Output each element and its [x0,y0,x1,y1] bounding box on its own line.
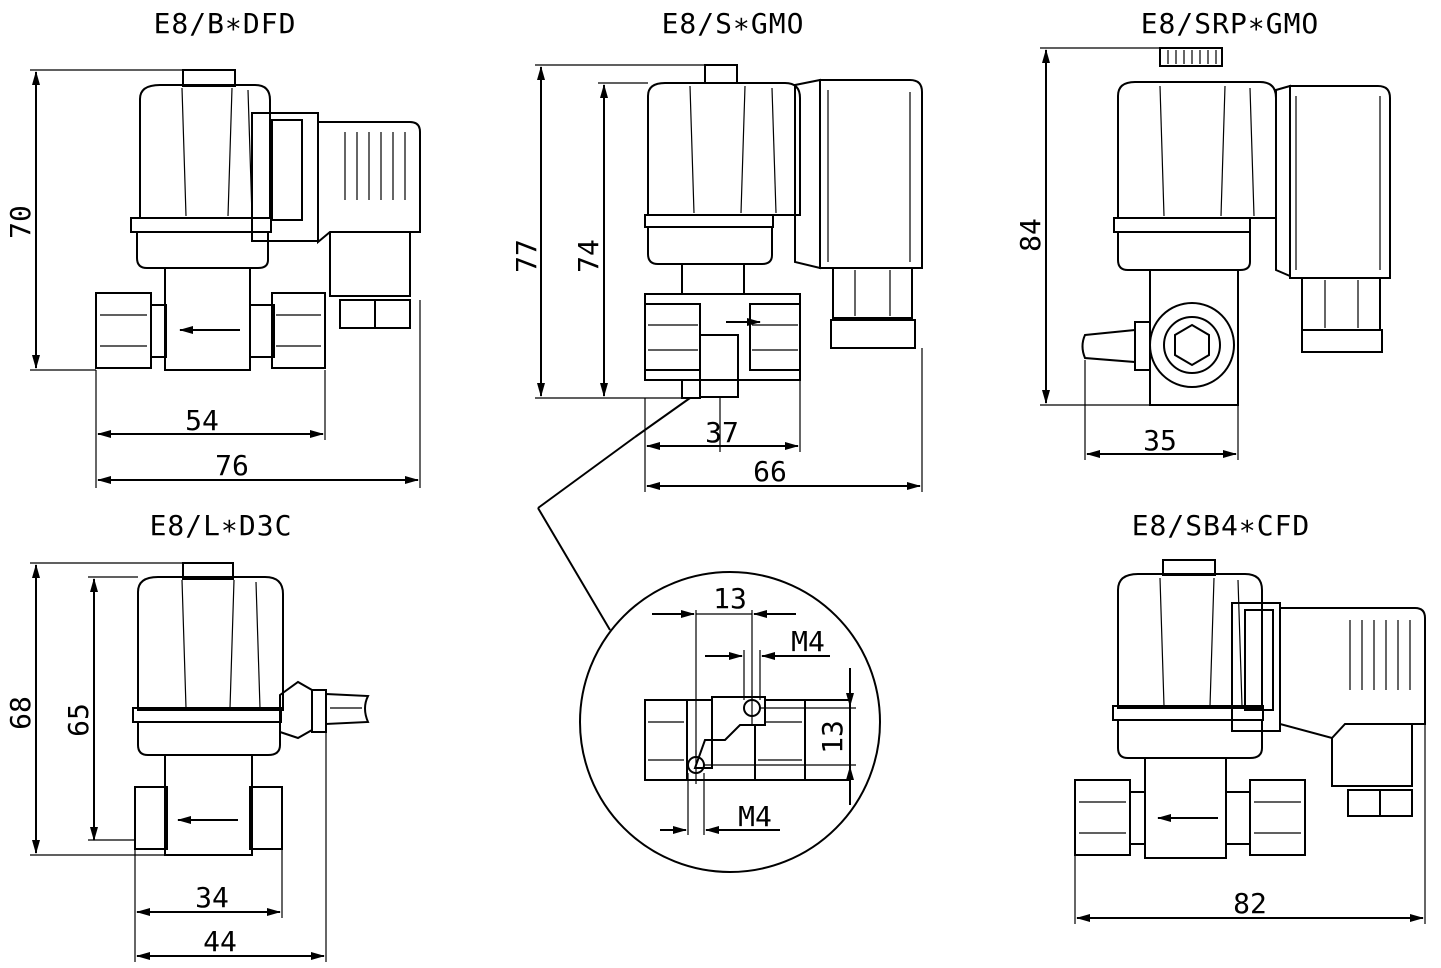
dim-l-total-height: 68 [4,696,37,730]
valve-s-title: E8/S∗GMO [662,7,805,40]
dim-srp-height: 84 [1014,218,1047,252]
dim-s-half-width: 37 [705,416,739,449]
valve-sb4-drawing: E8/SB4∗CFD 82 [1074,509,1426,924]
dim-sb4-width: 82 [1233,887,1267,920]
valve-s-drawing: E8/S∗GMO 77 74 [510,7,923,631]
dim-srp-width: 35 [1143,424,1177,457]
dim-b-total-width: 76 [215,449,249,482]
mounting-detail-view: 13 M4 13 M4 [579,571,881,873]
dim-detail-spacing-v: 13 [816,720,849,754]
valve-l-title: E8/L∗D3C [150,509,293,542]
valve-srp-title: E8/SRP∗GMO [1141,7,1320,40]
dim-b-port-width: 54 [185,404,219,437]
dim-detail-spacing-h: 13 [713,582,747,615]
dim-detail-thread-bottom: M4 [738,800,772,833]
valve-l-drawing: E8/L∗D3C 68 65 34 44 [4,509,370,962]
valve-b-title: E8/B∗DFD [154,7,297,40]
dim-l-port-width: 34 [195,881,229,914]
dim-s-total-height: 77 [510,239,543,273]
dim-b-height: 70 [4,205,37,239]
dim-s-body-height: 74 [572,239,605,273]
dim-l-total-width: 44 [203,925,237,958]
valve-sb4-title: E8/SB4∗CFD [1132,509,1311,542]
dim-detail-thread-top: M4 [791,625,825,658]
dim-s-total-width: 66 [753,455,787,488]
dim-l-body-height: 65 [62,703,95,737]
valve-srp-drawing: E8/SRP∗GMO 84 [1014,7,1391,460]
valve-b-drawing: E8/B∗DFD 70 [4,7,421,488]
